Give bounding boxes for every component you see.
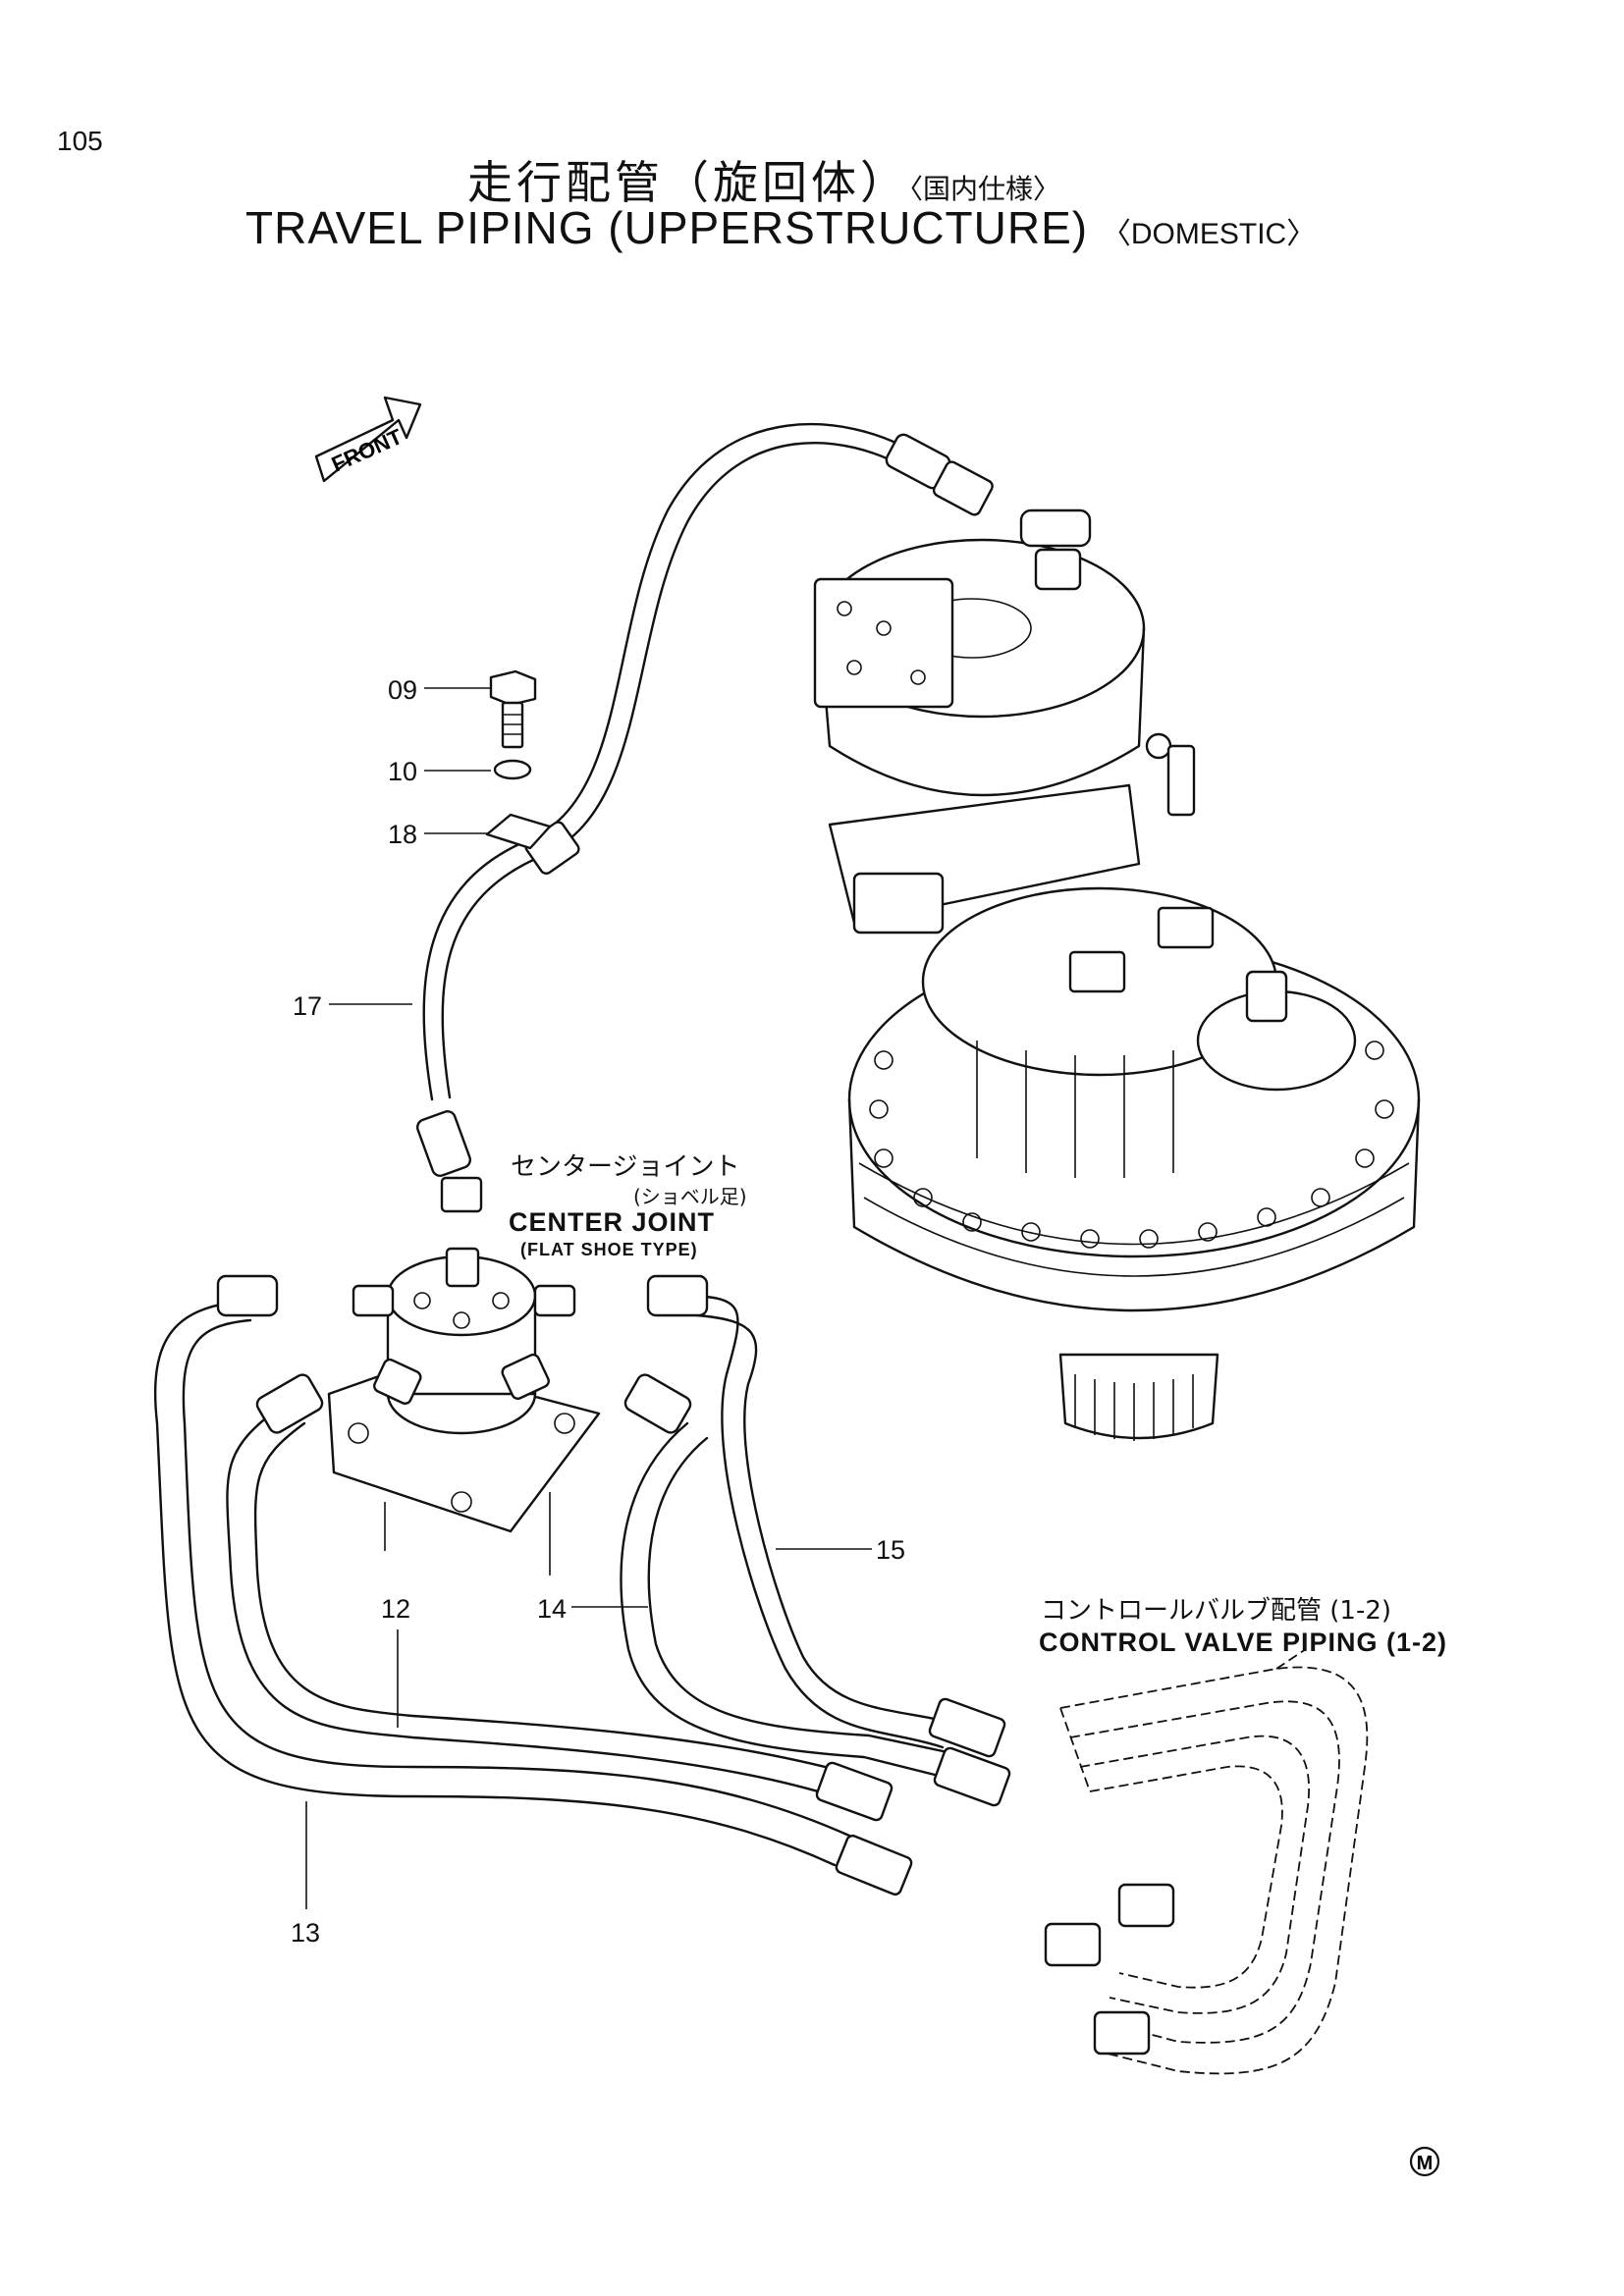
title-jp-main: 走行配管（旋回体） [467, 156, 909, 209]
title-japanese: 走行配管（旋回体）〈国内仕様〉 [467, 147, 1060, 212]
hose-15 [646, 1274, 1006, 1758]
callout-14: 14 [537, 1594, 568, 1624]
hose-14 [620, 1373, 1011, 1807]
callout-15: 15 [876, 1535, 906, 1565]
callout-13: 13 [291, 1918, 321, 1948]
leader-lines [305, 687, 872, 1909]
center-joint-label-jp-sub: (ショベル足) [633, 1185, 747, 1208]
center-joint [327, 1247, 601, 1533]
hose-17 [415, 422, 994, 1213]
title-en-main: TRAVEL PIPING (UPPERSTRUCTURE) [245, 202, 1089, 253]
callout-09: 09 [388, 675, 418, 705]
callout-12: 12 [381, 1594, 411, 1624]
washer-10 [493, 759, 532, 780]
control-valve-label-en: CONTROL VALVE PIPING (1-2) [1039, 1628, 1448, 1657]
center-joint-label-jp: センタージョイント [511, 1152, 740, 1182]
mark-m: M [1409, 2146, 1440, 2177]
title-en-sub: 〈DOMESTIC〉 [1101, 218, 1317, 250]
callout-17: 17 [293, 991, 323, 1021]
bolt-09 [489, 669, 537, 749]
mark-m-text: M [1417, 2153, 1434, 2174]
hose-13 [153, 1274, 913, 1896]
swing-motor-assembly [813, 508, 1421, 1441]
center-joint-label-en-sub: (FLAT SHOE TYPE) [520, 1240, 698, 1259]
control-valve-label-jp: コントロールバルブ配管 (1-2) [1041, 1596, 1392, 1626]
front-arrow: FRONT [314, 396, 422, 483]
title-english: TRAVEL PIPING (UPPERSTRUCTURE) 〈DOMESTIC… [245, 201, 1316, 254]
center-joint-label-en: CENTER JOINT [509, 1207, 716, 1237]
page-number: 105 [57, 126, 103, 156]
callout-10: 10 [388, 757, 418, 786]
control-valve-piping [1044, 1648, 1369, 2075]
callout-18: 18 [388, 820, 418, 849]
title-jp-sub: 〈国内仕様〉 [909, 173, 1061, 205]
clamp-18 [485, 813, 552, 850]
hose-12 [226, 1373, 893, 1822]
